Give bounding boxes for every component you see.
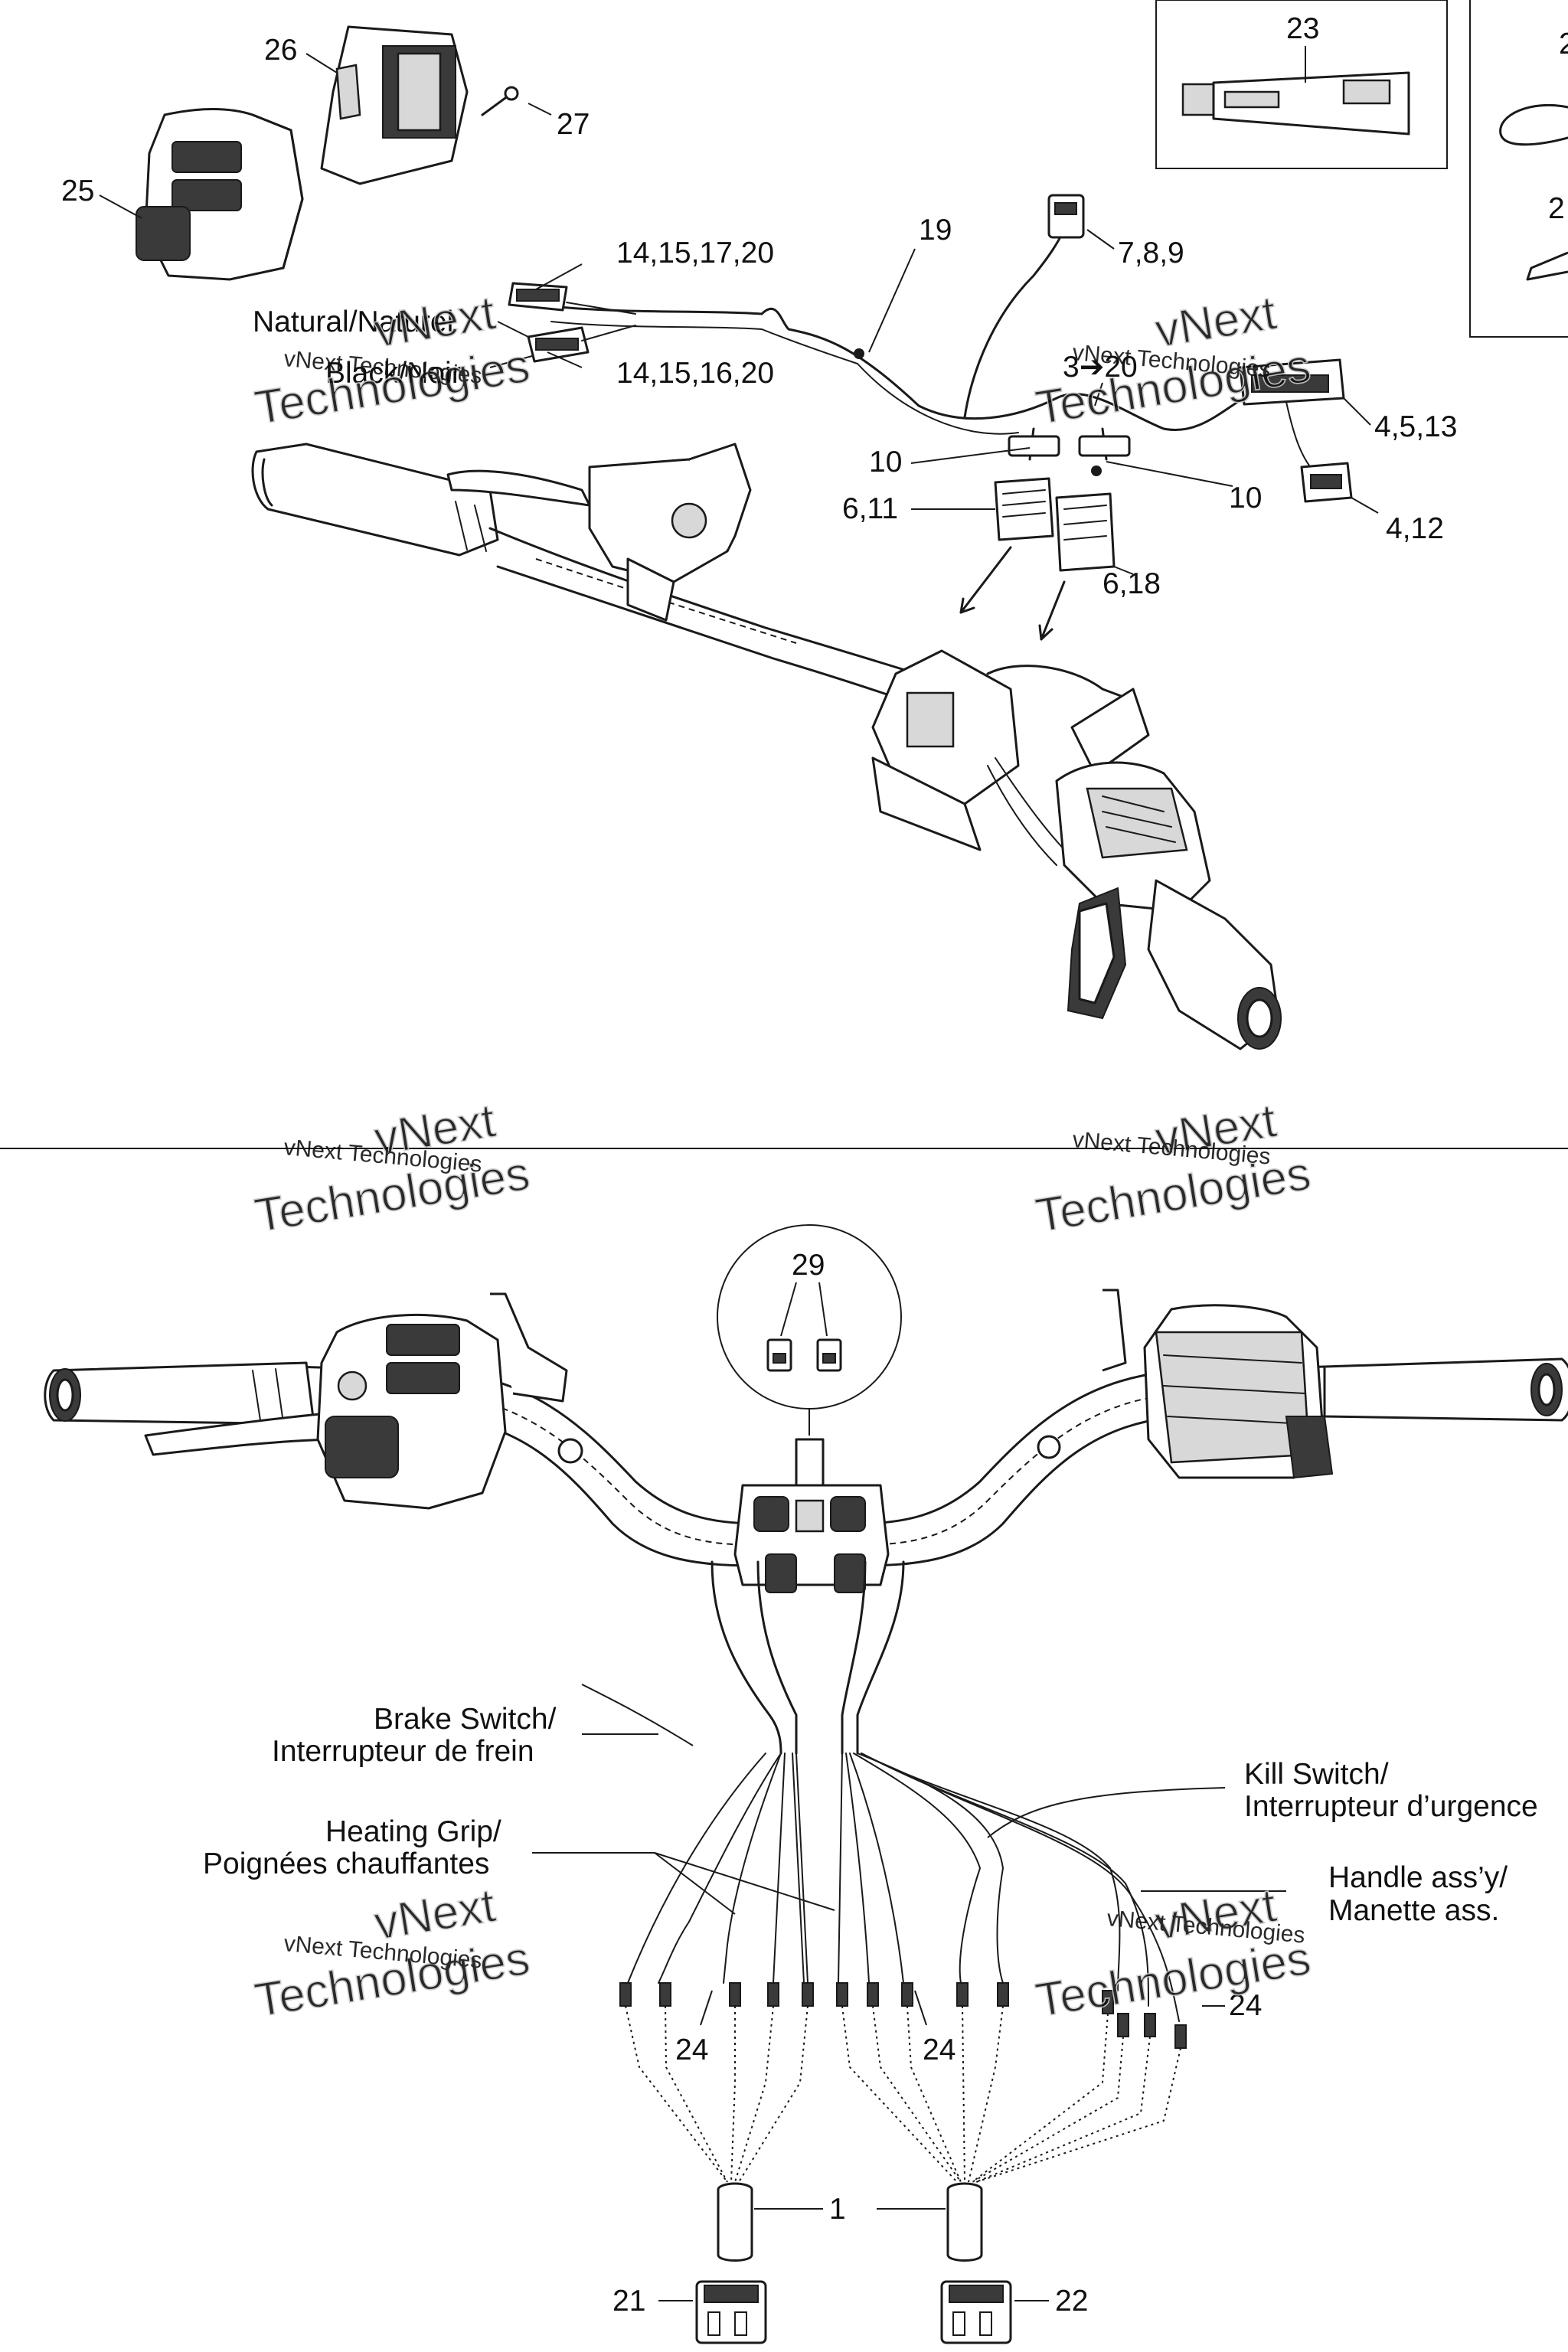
callout-24-left: 24 — [675, 2034, 708, 2066]
handlebar-front-view — [44, 1289, 1568, 1593]
callout-25: 25 — [61, 175, 94, 207]
callout-14-15-16-20: 14,15,16,20 — [616, 357, 774, 390]
wiring-harness-top: 19 7,8,9 14,15,17,20 14,15,16,20 Natural… — [253, 194, 1457, 641]
label-heating-grip-fr: Poignées chauffantes — [203, 1847, 489, 1880]
callout-26: 26 — [264, 34, 297, 67]
callout-21: 21 — [612, 2285, 645, 2318]
label-handle-assy-fr: Manette ass. — [1328, 1894, 1499, 1927]
watermark-1: vNext Technologies — [250, 286, 534, 435]
callout-24-right: 24 — [1229, 1989, 1262, 2022]
callout-6-11: 6,11 — [842, 492, 898, 525]
label-kill-switch-fr: Interrupteur d’urgence — [1244, 1790, 1538, 1823]
wire-bundles — [532, 1560, 1286, 2183]
callout-2-mid: 2 — [1548, 192, 1565, 225]
callout-7-8-9: 7,8,9 — [1118, 237, 1184, 270]
callout-2-top: 2 — [1559, 28, 1568, 60]
callout-24-mid: 24 — [923, 2034, 956, 2066]
callout-4-12: 4,12 — [1386, 512, 1444, 545]
detail-29-circle: 29 — [717, 1224, 902, 1436]
handlebar-top-view — [251, 443, 1282, 1050]
callout-23: 23 — [1286, 12, 1319, 45]
callout-14-15-17-20: 14,15,17,20 — [616, 237, 774, 270]
callout-1: 1 — [829, 2193, 846, 2226]
watermark-6: vNext Technologies — [1031, 1878, 1315, 2027]
inset-box-23: 23 — [1155, 0, 1448, 169]
label-brake-switch-fr: Interrupteur de frein — [272, 1735, 534, 1768]
callout-10-right: 10 — [1229, 482, 1262, 514]
bottom-labels: Brake Switch/ Interrupteur de frein Heat… — [203, 1703, 1538, 2066]
callout-10-left: 10 — [869, 446, 902, 479]
label-kill-switch: Kill Switch/ — [1244, 1758, 1389, 1791]
callout-4-5-13: 4,5,13 — [1374, 410, 1457, 443]
callout-3-20: 3➔20 — [1063, 351, 1138, 384]
label-brake-switch: Brake Switch/ — [374, 1703, 557, 1736]
callout-19: 19 — [919, 214, 952, 247]
label-heating-grip: Heating Grip/ — [325, 1815, 501, 1848]
label-handle-assy: Handle ass’y/ — [1328, 1861, 1508, 1894]
pins-and-connectors: 1 21 22 — [612, 2182, 1088, 2344]
watermark-4: vNext Technologies — [1031, 1093, 1315, 1243]
label-black: Black/Noir — [325, 357, 462, 390]
callout-29: 29 — [792, 1249, 825, 1282]
inset-box-right: 2 2 — [1469, 0, 1568, 338]
callout-27: 27 — [557, 108, 590, 141]
label-natural: Natural/Naturel — [253, 305, 453, 338]
callout-6-18: 6,18 — [1102, 567, 1161, 600]
switch-housing-assembly: 26 27 25 — [61, 25, 590, 281]
callout-22: 22 — [1055, 2285, 1088, 2318]
